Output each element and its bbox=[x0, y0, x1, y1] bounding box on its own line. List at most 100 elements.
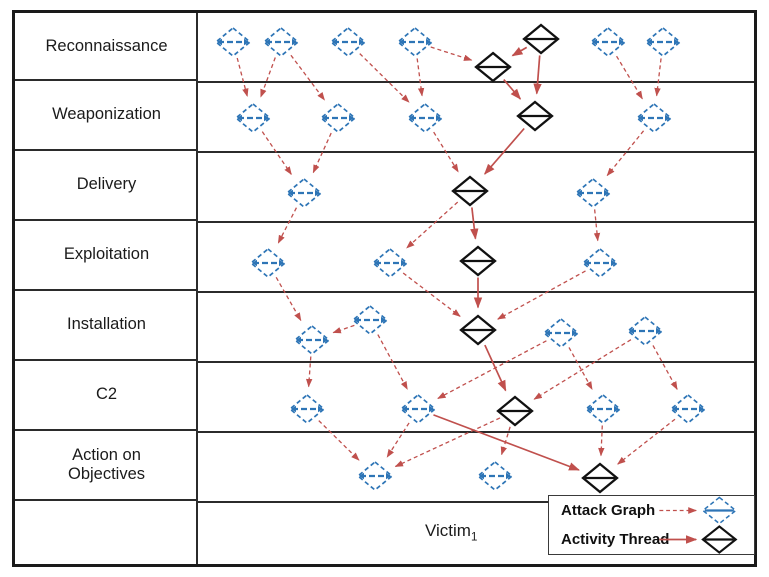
node-attack-graph-n24[interactable] bbox=[542, 317, 580, 349]
edge-dashed-n14-to-n17 bbox=[277, 207, 298, 244]
legend-item-attack-graph: Attack Graph bbox=[549, 496, 754, 525]
node-layer bbox=[214, 23, 707, 494]
node-attack-graph-n31[interactable] bbox=[356, 460, 394, 492]
crossbar-arrow-tip bbox=[264, 114, 269, 122]
crossbar-arrow-tip bbox=[291, 405, 296, 413]
node-activity-thread-n5[interactable] bbox=[522, 23, 560, 55]
crossbar-arrow-tip bbox=[322, 114, 327, 122]
node-activity-thread-n8[interactable] bbox=[474, 51, 512, 83]
edge-dashed-n24-to-n29 bbox=[568, 347, 593, 391]
crossbar-arrow-tip bbox=[638, 114, 643, 122]
row-divider-footer bbox=[198, 501, 754, 503]
crossbar-arrow-tip bbox=[359, 472, 364, 480]
edge-dashed-n13-to-n16 bbox=[606, 130, 645, 177]
edge-dashed-n2-to-n9 bbox=[260, 57, 276, 98]
node-attack-graph-n10[interactable] bbox=[319, 102, 357, 134]
row-label-text: Reconnaissance bbox=[45, 37, 168, 56]
node-attack-graph-n4[interactable] bbox=[396, 26, 434, 58]
edge-dashed-n25-to-n28 bbox=[533, 339, 632, 400]
edge-dashed-n20-to-n23 bbox=[497, 270, 586, 320]
crossbar-arrow-tip bbox=[292, 38, 297, 46]
node-attack-graph-n1[interactable] bbox=[214, 26, 252, 58]
node-attack-graph-n27[interactable] bbox=[399, 393, 437, 425]
crossbar-arrow-tip bbox=[323, 336, 328, 344]
node-activity-thread-n15[interactable] bbox=[451, 175, 489, 207]
node-attack-graph-n6[interactable] bbox=[589, 26, 627, 58]
crossbar-arrow-tip bbox=[426, 38, 431, 46]
node-attack-graph-n26[interactable] bbox=[288, 393, 326, 425]
node-attack-graph-n14[interactable] bbox=[285, 177, 323, 209]
edge-dashed-n4-to-n8 bbox=[430, 46, 473, 61]
edge-dashed-n17-to-n21 bbox=[275, 277, 302, 322]
node-attack-graph-n32[interactable] bbox=[476, 460, 514, 492]
edge-solid-n5-to-n8 bbox=[511, 46, 528, 57]
crossbar-arrow-tip bbox=[399, 38, 404, 46]
row-label-text: C2 bbox=[95, 385, 118, 404]
crossbar-arrow-tip bbox=[244, 38, 249, 46]
row-label-delivery: Delivery bbox=[15, 151, 198, 221]
crossbar-arrow-tip bbox=[611, 259, 616, 267]
grid-lines bbox=[198, 13, 754, 564]
node-activity-thread-n28[interactable] bbox=[496, 395, 534, 427]
node-attack-graph-n22[interactable] bbox=[351, 304, 389, 336]
crossbar-arrow-tip bbox=[409, 114, 414, 122]
edge-solid-n8-to-n12 bbox=[503, 79, 522, 100]
node-attack-graph-n21[interactable] bbox=[293, 324, 331, 356]
legend-item-label: Activity Thread bbox=[561, 531, 670, 548]
crossbar-arrow-tip bbox=[349, 114, 354, 122]
node-attack-graph-n11[interactable] bbox=[406, 102, 444, 134]
edge-dashed-n26-to-n31 bbox=[318, 420, 360, 461]
node-attack-graph-n9[interactable] bbox=[234, 102, 272, 134]
crossbar-arrow-tip bbox=[584, 259, 589, 267]
crossbar-arrow-tip bbox=[354, 316, 359, 324]
node-attack-graph-n30[interactable] bbox=[669, 393, 707, 425]
node-attack-graph-n20[interactable] bbox=[581, 247, 619, 279]
row-divider-delivery bbox=[198, 151, 754, 153]
node-attack-graph-n17[interactable] bbox=[249, 247, 287, 279]
crossbar-arrow-tip bbox=[237, 114, 242, 122]
crossbar-arrow-tip bbox=[572, 329, 577, 337]
crossbar-arrow-tip bbox=[401, 259, 406, 267]
node-activity-thread-n19[interactable] bbox=[459, 245, 497, 277]
crossbar-arrow-tip bbox=[332, 38, 337, 46]
crossbar-arrow-tip bbox=[699, 405, 704, 413]
edge-dashed-n22-to-n21 bbox=[332, 324, 355, 334]
edge-dashed-n28-to-n32 bbox=[500, 426, 511, 456]
node-attack-graph-n25[interactable] bbox=[626, 315, 664, 347]
node-attack-graph-n3[interactable] bbox=[329, 26, 367, 58]
crossbar-arrow-tip bbox=[296, 336, 301, 344]
victim-caption: Victim1 bbox=[425, 521, 477, 543]
node-attack-graph-n13[interactable] bbox=[635, 102, 673, 134]
edge-dashed-n2-to-n10 bbox=[290, 54, 325, 101]
edge-dashed-n11-to-n15 bbox=[433, 131, 459, 173]
node-attack-graph-n18[interactable] bbox=[371, 247, 409, 279]
row-label-installation: Installation bbox=[15, 291, 198, 361]
legend-item-label: Attack Graph bbox=[561, 502, 656, 519]
node-activity-thread-n12[interactable] bbox=[516, 100, 554, 132]
edge-solid-n12-to-n15 bbox=[484, 127, 525, 175]
crossbar-arrow-tip bbox=[665, 114, 670, 122]
edge-dashed-n6-to-n13 bbox=[616, 55, 643, 100]
crossbar-arrow-tip bbox=[506, 472, 511, 480]
crossbar-arrow-tip bbox=[614, 405, 619, 413]
node-attack-graph-n2[interactable] bbox=[262, 26, 300, 58]
crossbar-arrow-tip bbox=[619, 38, 624, 46]
node-activity-thread-n23[interactable] bbox=[459, 314, 497, 346]
edge-dashed-n4-to-n11 bbox=[416, 58, 425, 97]
row-divider-weaponization bbox=[198, 81, 754, 83]
crossbar-arrow-tip bbox=[279, 259, 284, 267]
crossbar-arrow-tip bbox=[374, 259, 379, 267]
node-attack-graph-n16[interactable] bbox=[574, 177, 612, 209]
node-activity-thread-n33[interactable] bbox=[581, 462, 619, 494]
crossbar-arrow-tip bbox=[402, 405, 407, 413]
row-label-reconnaissance: Reconnaissance bbox=[15, 15, 198, 81]
edge-dashed-n24-to-n27 bbox=[437, 340, 547, 399]
row-label-exploitation: Exploitation bbox=[15, 221, 198, 291]
crossbar-arrow-tip bbox=[604, 189, 609, 197]
crossbar-arrow-tip bbox=[545, 329, 550, 337]
node-attack-graph-n29[interactable] bbox=[584, 393, 622, 425]
edge-dashed-n16-to-n20 bbox=[593, 209, 601, 242]
node-attack-graph-n7[interactable] bbox=[644, 26, 682, 58]
